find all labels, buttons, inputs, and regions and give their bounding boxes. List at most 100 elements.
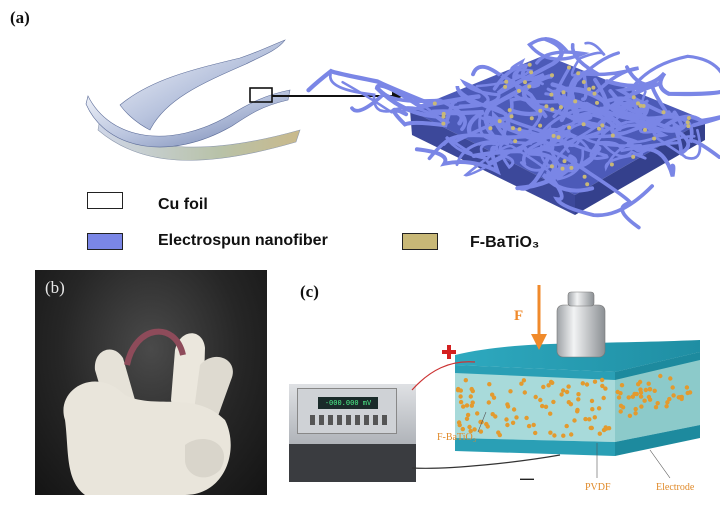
device-particle [590,407,595,412]
device-particle [639,404,644,409]
batio3-particle [527,84,532,89]
device-particle [458,394,463,399]
batio3-particle [503,84,508,89]
voltmeter-body: -000.000 mV [297,388,397,434]
nanofiber-strand [471,64,548,119]
device-particle [569,432,574,437]
device-particle [548,411,553,416]
panel-b-label: (b) [45,278,65,297]
device-particle [676,395,681,400]
device-particle [634,391,639,397]
device-particle [552,433,557,438]
device-particle [584,382,590,387]
batio3-particle [686,124,691,129]
batio3-particle [517,88,521,93]
device-particle [626,395,631,400]
device-particle [587,417,592,422]
device-particle [630,394,635,399]
device-particle [636,382,641,387]
nanofiber-strand [527,37,590,65]
nanofiber-strand [663,114,720,128]
device-particle [583,416,588,422]
device-particle [655,401,660,406]
device-particle [658,373,663,379]
device-particle [460,426,465,432]
bench-table [289,444,416,482]
force-label: F [514,308,524,324]
nanofiber-strand [479,134,590,165]
device-particle [490,412,495,417]
batio3-particle [538,123,543,128]
device-particle [620,405,626,410]
device-particle [561,388,566,393]
nanofiber-strand [463,144,551,177]
batio3-particle [576,71,581,76]
device-particle [615,389,620,395]
batio3-particle [549,164,554,169]
device-particle [540,403,545,409]
panel-a-label: (a) [10,8,30,27]
device-particle [505,402,510,407]
nanofiber-strand [510,58,544,86]
device-particle [497,432,502,438]
device-particle [643,387,648,393]
device-particle [469,386,474,392]
nanofiber-strand [562,83,671,117]
device-particle [603,425,608,430]
batio3-particle [643,127,647,132]
nanofiber-strand [541,146,600,193]
nanofiber-strand [455,139,515,170]
voltmeter-photo: -000.000 mV [289,384,416,482]
device-particle [461,404,466,409]
device-particle [519,381,524,386]
nanofiber-strand [631,54,720,106]
batio3-particle [509,114,514,119]
batio3-particle [523,80,527,85]
nanofiber-strand [570,41,606,77]
batio3-particle [661,110,666,115]
device-particle [456,420,462,425]
device-particle [667,396,672,402]
batio3-particle [517,127,522,132]
device-particle [510,420,516,425]
batio3-particle [544,104,549,109]
device-particle [576,392,581,397]
legend-label-nanofiber: Electrospun nanofiber [158,232,328,249]
legend-label-f-batio3: F-BaTiO₃ [470,234,540,251]
device-particle [514,415,519,420]
device-particle [670,385,675,390]
nanofiber-strand [600,134,696,160]
batio3-particle [511,126,515,131]
batio3-particle [513,139,518,144]
device-particle [559,392,564,397]
device-particle [504,417,509,422]
batio3-particle [562,159,567,164]
nanofiber-strand [626,141,676,177]
batio3-particle [567,65,571,70]
device-particle [601,395,606,401]
batio3-particle [550,73,554,78]
batio3-particle [556,135,561,140]
device-particle [597,431,602,436]
batio3-particle [558,105,563,110]
legend-swatch-f-batio3 [402,233,438,250]
nanofiber-strand [515,156,572,191]
batio3-particle [527,62,532,67]
device-particle [633,406,638,412]
batio3-particle [441,121,446,126]
batio3-particle [582,174,587,179]
nanofiber-strand [374,83,481,119]
batio3-particle [592,91,597,96]
device-particle [564,423,569,429]
device-particle [464,416,470,421]
device-particle [566,384,571,389]
batio3-particle [432,101,437,106]
device-particle [478,429,484,434]
device-particle [468,428,473,434]
device-particle [600,383,605,389]
device-particle [531,422,536,428]
device-particle [561,433,566,438]
filler-label: F-BaTiO₃ [437,432,477,443]
device-particle [521,378,527,383]
